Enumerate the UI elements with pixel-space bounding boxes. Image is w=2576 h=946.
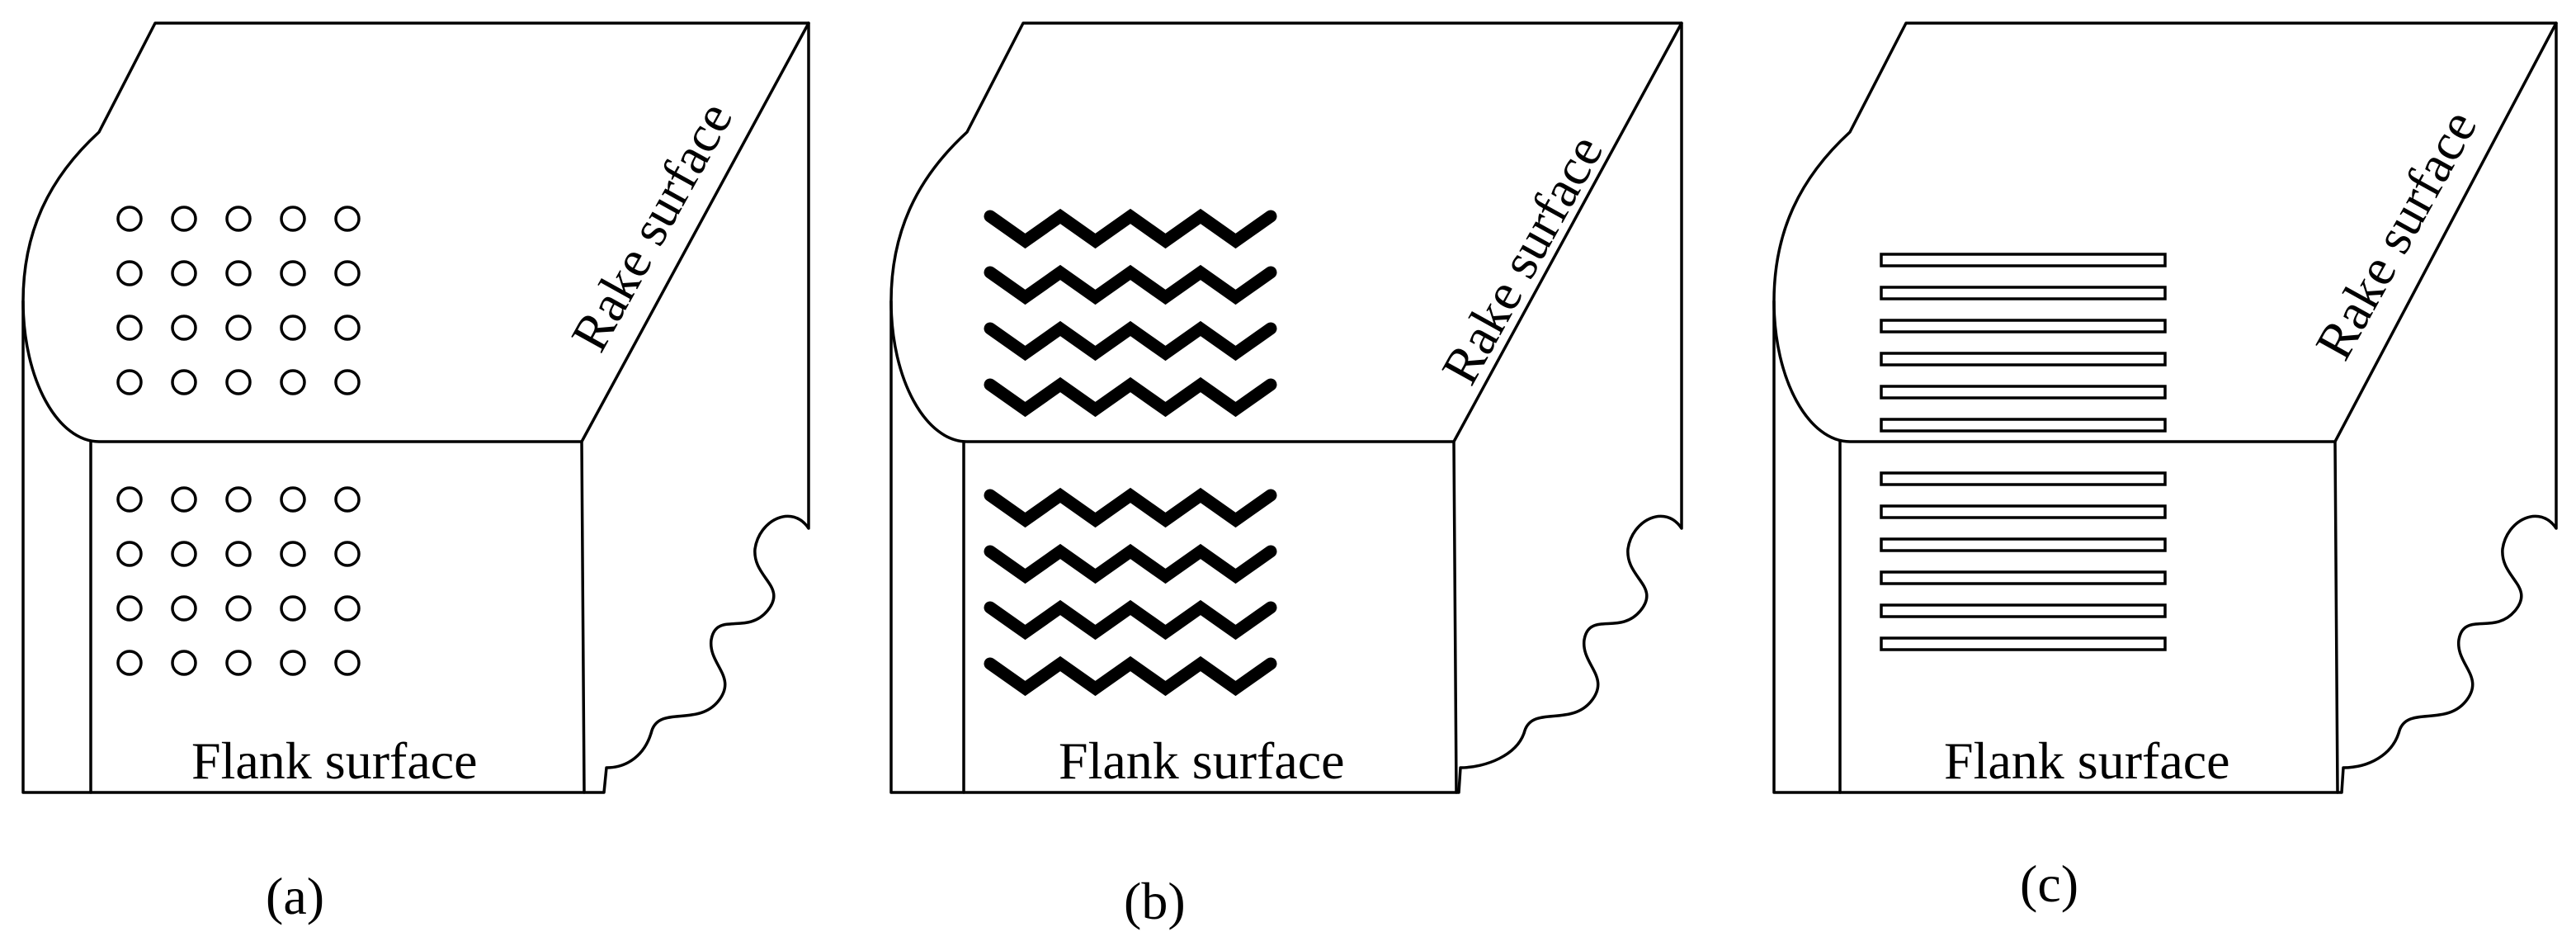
dimple-circle — [116, 260, 143, 286]
flank-right-edge — [580, 440, 586, 794]
flank-surface-label: Flank surface — [1944, 731, 2230, 790]
dimple-circle — [225, 541, 252, 567]
dimple-circle — [225, 206, 252, 232]
straight-groove — [1880, 286, 2167, 300]
dimple-circle — [171, 315, 197, 341]
dimple-circle — [171, 206, 197, 232]
flank-right-edge — [2333, 440, 2339, 794]
panel-a: Rake surface Flank surface (a) — [21, 21, 810, 925]
wave-groove — [984, 208, 1277, 249]
dimple-circle — [116, 486, 143, 513]
dimple-circle — [171, 541, 197, 567]
dimple-circle — [171, 369, 197, 395]
flank-texture — [116, 486, 361, 676]
dimple-circle — [280, 369, 306, 395]
dimple-circle — [280, 541, 306, 567]
straight-groove — [1880, 636, 2167, 651]
dimple-circle — [334, 486, 361, 513]
wave-groove — [984, 655, 1277, 697]
dimple-circle — [116, 369, 143, 395]
panel-caption: (a) — [266, 867, 324, 925]
dimple-circle — [225, 595, 252, 622]
panel-caption: (c) — [2020, 854, 2078, 913]
straight-groove — [1880, 385, 2167, 400]
dimple-circle — [280, 595, 306, 622]
dimple-circle — [280, 315, 306, 341]
dimple-circle — [334, 650, 361, 676]
straight-groove — [1880, 471, 2167, 486]
dimple-circle — [171, 650, 197, 676]
dimple-circle — [116, 206, 143, 232]
tool-outline — [1772, 21, 2558, 794]
straight-groove — [1880, 504, 2167, 519]
dimple-circle — [225, 315, 252, 341]
straight-groove — [1880, 570, 2167, 585]
wave-groove — [984, 599, 1277, 641]
dimple-circle — [280, 650, 306, 676]
tool-outline — [889, 21, 1683, 794]
dimple-circle — [280, 486, 306, 513]
straight-groove — [1880, 603, 2167, 618]
dimple-circle — [280, 260, 306, 286]
dimple-circle — [225, 486, 252, 513]
wave-groove — [984, 320, 1277, 362]
straight-groove — [1880, 418, 2167, 433]
flank-texture — [984, 487, 1277, 697]
panel-caption: (b) — [1124, 872, 1186, 930]
flank-surface-label: Flank surface — [1059, 731, 1345, 790]
dimple-circle — [334, 260, 361, 286]
dimple-circle — [116, 541, 143, 567]
panel-b: Rake surface Flank surface (b) — [889, 21, 1683, 930]
dimple-circle — [225, 260, 252, 286]
dimple-circle — [280, 206, 306, 232]
dimple-circle — [334, 595, 361, 622]
straight-groove — [1880, 253, 2167, 267]
rake-flank-edge — [21, 21, 810, 443]
rake-texture — [1880, 253, 2167, 433]
flank-surface-label: Flank surface — [191, 731, 478, 790]
rake-texture — [984, 208, 1277, 418]
wave-groove — [984, 487, 1277, 528]
wave-groove — [984, 264, 1277, 305]
dimple-circle — [225, 650, 252, 676]
dimple-circle — [334, 315, 361, 341]
dimple-circle — [334, 206, 361, 232]
straight-groove — [1880, 319, 2167, 333]
dimple-circle — [334, 541, 361, 567]
dimple-circle — [171, 595, 197, 622]
rake-texture — [116, 206, 361, 395]
dimple-circle — [171, 260, 197, 286]
panel-c: Rake surface Flank surface (c) — [1772, 21, 2558, 913]
straight-groove — [1880, 537, 2167, 552]
flank-right-edge — [1452, 440, 1458, 794]
tool-outline — [21, 21, 810, 794]
flank-texture — [1880, 471, 2167, 651]
dimple-circle — [171, 486, 197, 513]
dimple-circle — [116, 595, 143, 622]
dimple-circle — [116, 650, 143, 676]
wave-groove — [984, 543, 1277, 584]
straight-groove — [1880, 352, 2167, 367]
dimple-circle — [116, 315, 143, 341]
dimple-circle — [225, 369, 252, 395]
dimple-circle — [334, 369, 361, 395]
rake-flank-edge — [1772, 21, 2558, 443]
wave-groove — [984, 376, 1277, 418]
